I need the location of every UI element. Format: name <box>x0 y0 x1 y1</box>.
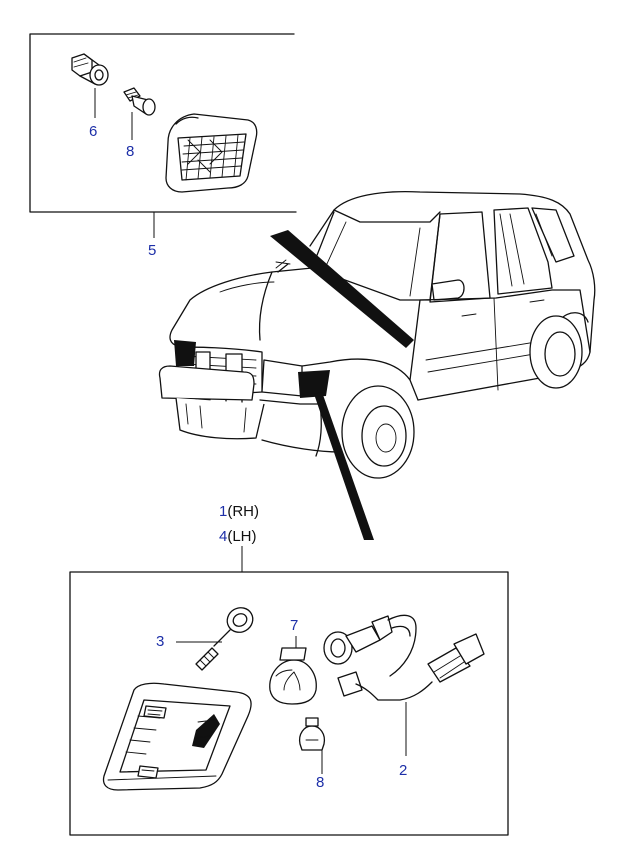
front-lamp-shading-right <box>298 370 330 398</box>
inset-box-bottom-frame <box>69 571 509 836</box>
callout-part-4-side: (LH) <box>227 528 257 545</box>
inset-box-top-frame <box>29 33 297 213</box>
callout-part-8-top: 8 <box>126 143 135 160</box>
pointer-side-marker <box>270 230 414 348</box>
wedge-bulb-top-drawing <box>123 87 156 116</box>
callout-part-7: 7 <box>290 617 299 634</box>
callout-part-4-group: 4(LH) <box>219 529 257 544</box>
vehicle-drawing <box>158 190 596 479</box>
wedge-bulb-bottom-drawing <box>298 717 326 751</box>
callout-part-6: 6 <box>89 123 98 140</box>
grommet-clip-drawing <box>71 53 109 86</box>
callout-part-3: 3 <box>156 633 165 650</box>
front-lamp-shading-left <box>174 340 196 366</box>
callout-part-1-group: 1(RH) <box>219 504 259 519</box>
callout-part-2: 2 <box>399 762 408 779</box>
callout-part-8-bottom: 8 <box>316 774 325 791</box>
large-bulb-drawing <box>269 647 317 705</box>
callout-part-1-side: (RH) <box>227 503 259 520</box>
callout-part-4: 4 <box>219 528 228 545</box>
side-marker-lamp-drawing <box>165 113 258 193</box>
front-lamp-inset <box>69 546 509 836</box>
callout-part-1: 1 <box>219 503 228 520</box>
screw-grommet-drawing <box>195 607 254 671</box>
callout-part-5: 5 <box>148 242 157 259</box>
socket-harness-drawing <box>323 614 485 701</box>
front-lamp-lens-drawing <box>102 682 252 791</box>
pointer-front-lamp <box>314 392 374 540</box>
side-marker-lamp-inset <box>29 33 297 238</box>
